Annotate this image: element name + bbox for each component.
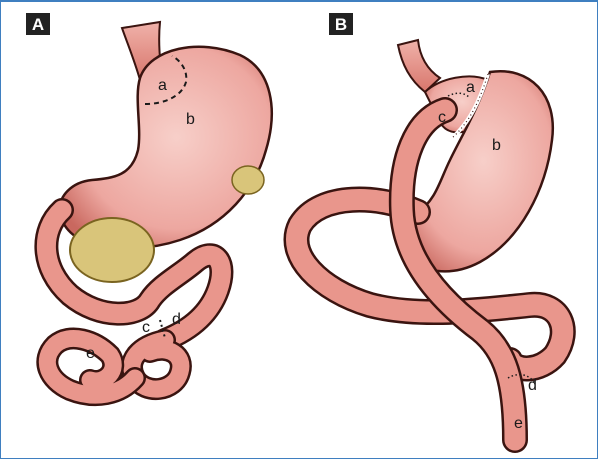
panel-a-fat <box>70 218 154 282</box>
panel-b-label-b: b <box>492 137 501 154</box>
panel-a-tag: A <box>32 15 44 34</box>
panel-b-tag: B <box>335 15 347 34</box>
panel-a-label-d: d <box>172 311 181 328</box>
panel-a-fat-small <box>232 166 264 194</box>
panel-b-label-e: e <box>514 415 523 432</box>
panel-a-label-c: c <box>142 319 150 336</box>
panel-b-esophagus <box>398 40 440 92</box>
panel-a-label-e: e <box>86 345 95 362</box>
panel-a-label-b: b <box>186 111 195 128</box>
panel-a-label-a: a <box>158 77 167 94</box>
panel-b-label-c: c <box>438 109 446 126</box>
panel-a: A a b c d e <box>26 13 272 395</box>
panel-b: B a b c d e <box>296 13 562 440</box>
panel-b-label-d: d <box>528 377 537 394</box>
panel-b-label-a: a <box>466 79 475 96</box>
